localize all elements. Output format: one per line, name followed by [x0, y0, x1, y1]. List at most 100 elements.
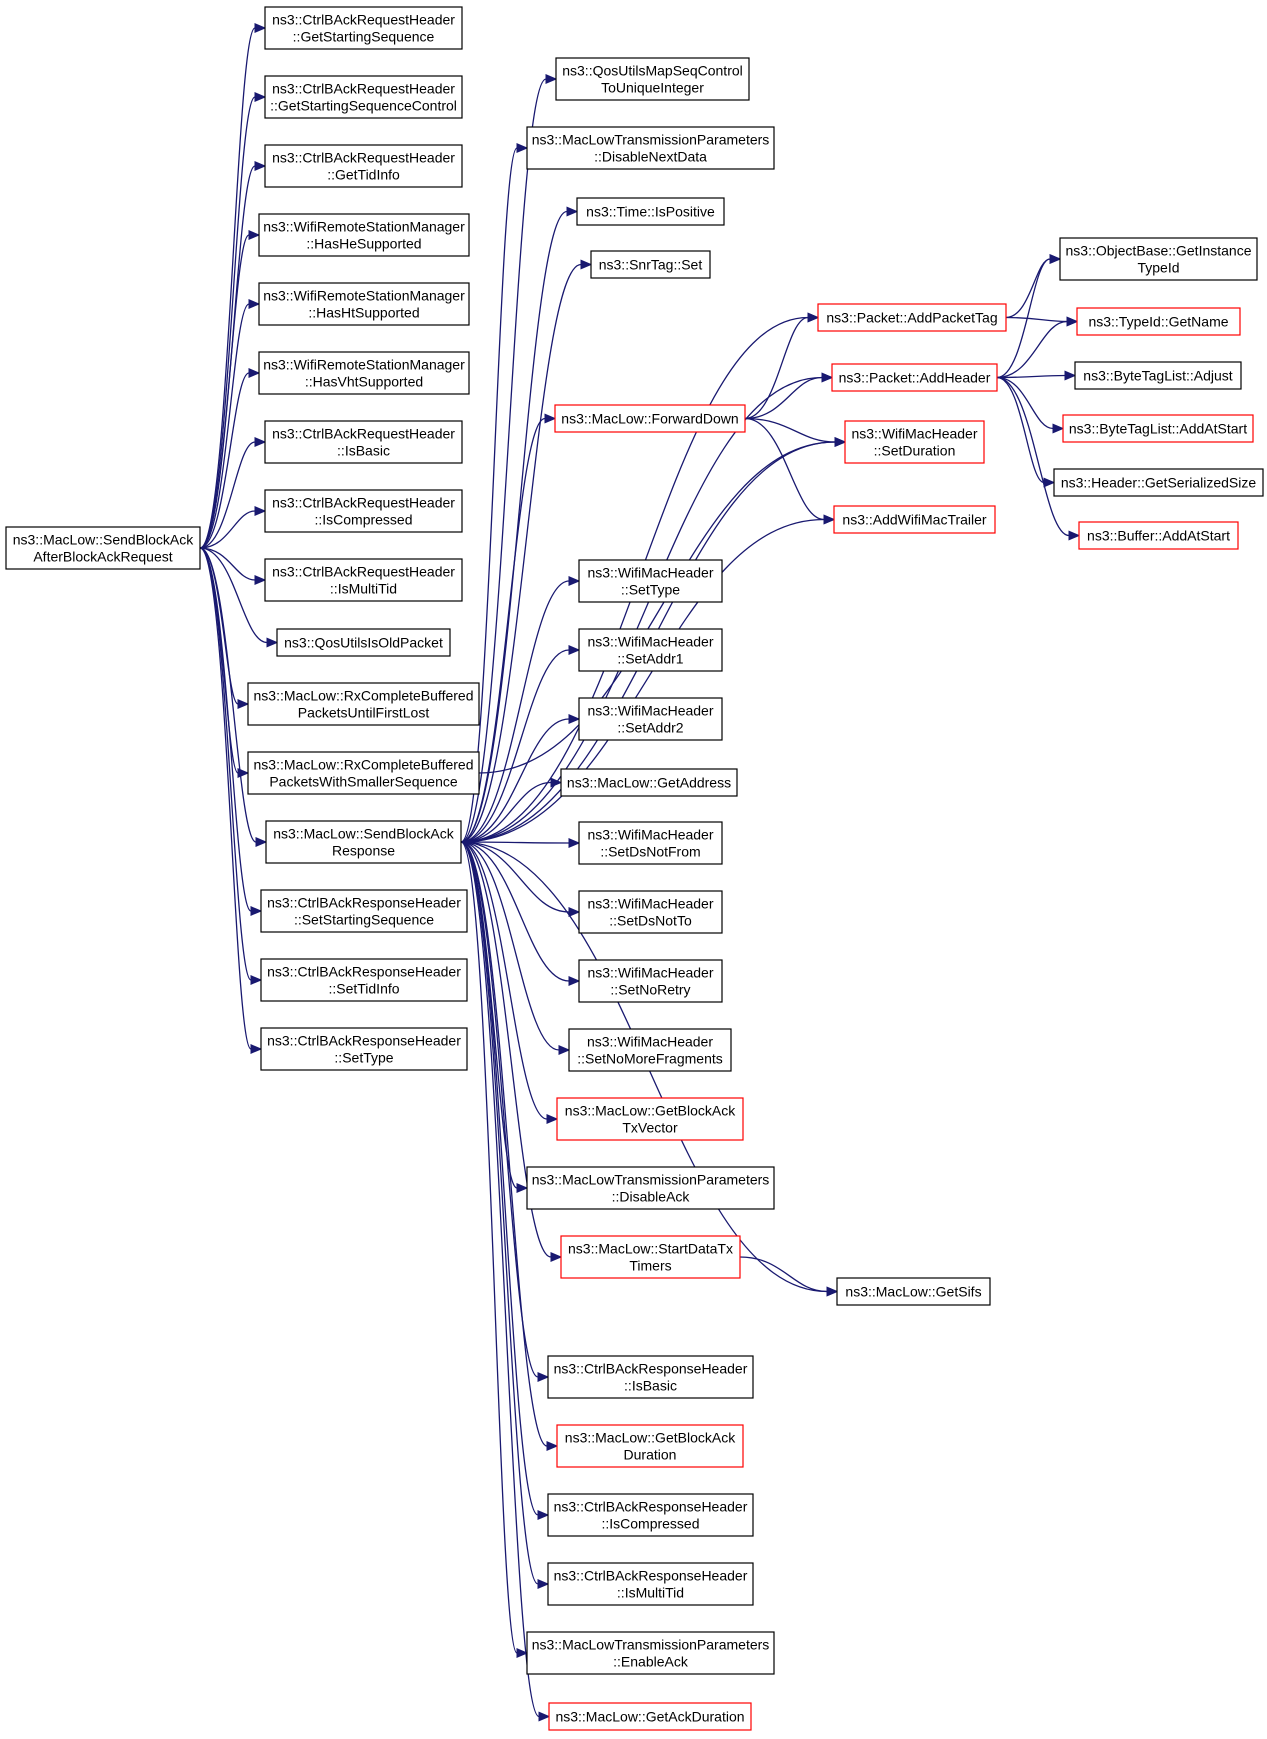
node-r2[interactable]: ns3::Packet::AddHeader [831, 363, 998, 392]
node-n5[interactable]: ns3::WifiRemoteStationManager::HasHtSupp… [258, 282, 470, 326]
node-s6[interactable]: ns3::Buffer::AddAtStart [1078, 521, 1239, 550]
call-nodes: ns3::MacLow::SendBlockAckAfterBlockAckRe… [5, 6, 1264, 1731]
node-m19[interactable]: ns3::CtrlBAckResponseHeader::IsCompresse… [547, 1493, 754, 1537]
node-label: ns3::SnrTag::Set [599, 257, 703, 273]
node-label: ns3::ByteTagList::Adjust [1083, 368, 1233, 384]
node-s3[interactable]: ns3::ByteTagList::Adjust [1074, 361, 1242, 390]
node-box [547, 1493, 754, 1537]
node-label: ::IsCompressed [314, 512, 412, 528]
node-box [556, 1097, 744, 1141]
node-label: ns3::MacLow::StartDataTx [568, 1241, 733, 1257]
node-label: ns3::MacLow::SendBlockAck [273, 826, 455, 842]
node-m1[interactable]: ns3::QosUtilsMapSeqControlToUniqueIntege… [555, 57, 750, 101]
node-label: ns3::MacLow::GetBlockAck [565, 1430, 736, 1446]
node-root[interactable]: ns3::MacLow::SendBlockAckAfterBlockAckRe… [5, 526, 201, 570]
node-box [578, 697, 723, 741]
node-m15[interactable]: ns3::MacLowTransmissionParameters::Disab… [526, 1166, 775, 1210]
edge-n13-m11 [460, 841, 581, 917]
node-box [560, 1235, 741, 1279]
node-box [844, 420, 985, 464]
node-label: ns3::CtrlBAckResponseHeader [554, 1568, 748, 1584]
node-label: ns3::CtrlBAckResponseHeader [267, 1033, 461, 1049]
node-box [264, 489, 463, 533]
node-m20[interactable]: ns3::CtrlBAckResponseHeader::IsMultiTid [547, 1562, 754, 1606]
edge-n13-m12 [460, 841, 581, 986]
node-m13[interactable]: ns3::WifiMacHeader::SetNoMoreFragments [568, 1028, 732, 1072]
node-box [260, 958, 468, 1002]
node-box [264, 420, 463, 464]
node-box [260, 1027, 468, 1071]
node-label: ::GetStartingSequenceControl [270, 98, 457, 114]
node-box [578, 959, 723, 1003]
node-label: ns3::WifiMacHeader [587, 1034, 713, 1050]
node-label: ns3::Packet::AddHeader [839, 370, 991, 386]
edge-root-n6 [199, 368, 261, 549]
node-box [526, 126, 775, 170]
node-n15[interactable]: ns3::CtrlBAckResponseHeader::SetTidInfo [260, 958, 468, 1002]
node-s4[interactable]: ns3::ByteTagList::AddAtStart [1062, 414, 1254, 443]
node-m9[interactable]: ns3::MacLow::GetAddress [560, 768, 738, 797]
node-m8[interactable]: ns3::WifiMacHeader::SetAddr2 [578, 697, 723, 741]
node-r3[interactable]: ns3::WifiMacHeader::SetDuration [844, 420, 985, 464]
node-n9[interactable]: ns3::CtrlBAckRequestHeader::IsMultiTid [264, 558, 463, 602]
node-box [555, 57, 750, 101]
node-m7[interactable]: ns3::WifiMacHeader::SetAddr1 [578, 628, 723, 672]
node-n14[interactable]: ns3::CtrlBAckResponseHeader::SetStarting… [260, 889, 468, 933]
edge-root-n13 [199, 547, 268, 847]
node-label: ns3::WifiMacHeader [587, 634, 713, 650]
node-label: ns3::MacLow::GetSifs [845, 1284, 981, 1300]
node-n11[interactable]: ns3::MacLow::RxCompleteBufferedPacketsUn… [247, 682, 480, 726]
node-m21[interactable]: ns3::MacLowTransmissionParameters::Enabl… [526, 1631, 775, 1675]
node-m22[interactable]: ns3::MacLow::GetAckDuration [548, 1702, 752, 1731]
node-label: ::SetNoRetry [610, 982, 690, 998]
node-n2[interactable]: ns3::CtrlBAckRequestHeader::GetStartingS… [264, 75, 463, 119]
edge-n13-m8 [460, 714, 581, 843]
node-label: ::SetNoMoreFragments [577, 1051, 723, 1067]
node-n8[interactable]: ns3::CtrlBAckRequestHeader::IsCompressed [264, 489, 463, 533]
node-n4[interactable]: ns3::WifiRemoteStationManager::HasHeSupp… [258, 213, 470, 257]
node-n16[interactable]: ns3::CtrlBAckResponseHeader::SetType [260, 1027, 468, 1071]
edge-n13-m1 [460, 74, 558, 843]
node-m12[interactable]: ns3::WifiMacHeader::SetNoRetry [578, 959, 723, 1003]
edge-root-n9 [199, 547, 267, 585]
node-m2[interactable]: ns3::MacLowTransmissionParameters::Disab… [526, 126, 775, 170]
node-m11[interactable]: ns3::WifiMacHeader::SetDsNotTo [578, 890, 723, 934]
node-n3[interactable]: ns3::CtrlBAckRequestHeader::GetTidInfo [264, 144, 463, 188]
node-label: ns3::CtrlBAckRequestHeader [272, 12, 455, 28]
node-box [547, 1562, 754, 1606]
node-m10[interactable]: ns3::WifiMacHeader::SetDsNotFrom [578, 821, 723, 865]
node-m6[interactable]: ns3::WifiMacHeader::SetType [578, 559, 723, 603]
edge-n13-m18 [460, 841, 559, 1451]
node-n1[interactable]: ns3::CtrlBAckRequestHeader::GetStartingS… [264, 6, 463, 50]
edge-n13-m22 [460, 841, 551, 1722]
node-m5[interactable]: ns3::MacLow::ForwardDown [554, 404, 746, 433]
node-s2[interactable]: ns3::TypeId::GetName [1076, 307, 1241, 336]
node-label: ns3::MacLow::RxCompleteBuffered [254, 757, 474, 773]
node-label: ::SetStartingSequence [294, 912, 434, 928]
node-label: ::SetAddr2 [617, 720, 683, 736]
node-r1[interactable]: ns3::Packet::AddPacketTag [817, 303, 1007, 332]
node-box [258, 213, 470, 257]
node-label: ns3::WifiRemoteStationManager [263, 357, 465, 373]
node-n7[interactable]: ns3::CtrlBAckRequestHeader::IsBasic [264, 420, 463, 464]
node-label: ns3::MacLowTransmissionParameters [532, 1172, 770, 1188]
node-s5[interactable]: ns3::Header::GetSerializedSize [1053, 468, 1264, 497]
node-m3[interactable]: ns3::Time::IsPositive [576, 197, 725, 226]
node-label: ::SetType [621, 582, 680, 598]
node-m17[interactable]: ns3::CtrlBAckResponseHeader::IsBasic [547, 1355, 754, 1399]
edge-m5-r1 [744, 312, 820, 420]
node-label: ::HasVhtSupported [305, 374, 423, 390]
node-r4[interactable]: ns3::AddWifiMacTrailer [833, 505, 996, 534]
node-n10[interactable]: ns3::QosUtilsIsOldPacket [276, 628, 451, 657]
node-n6[interactable]: ns3::WifiRemoteStationManager::HasVhtSup… [258, 351, 470, 395]
node-label: ns3::Packet::AddPacketTag [826, 310, 997, 326]
node-n12[interactable]: ns3::MacLow::RxCompleteBufferedPacketsWi… [247, 751, 480, 795]
node-r5[interactable]: ns3::MacLow::GetSifs [836, 1277, 991, 1306]
node-m4[interactable]: ns3::SnrTag::Set [590, 250, 711, 279]
node-label: ::SetDuration [874, 443, 956, 459]
